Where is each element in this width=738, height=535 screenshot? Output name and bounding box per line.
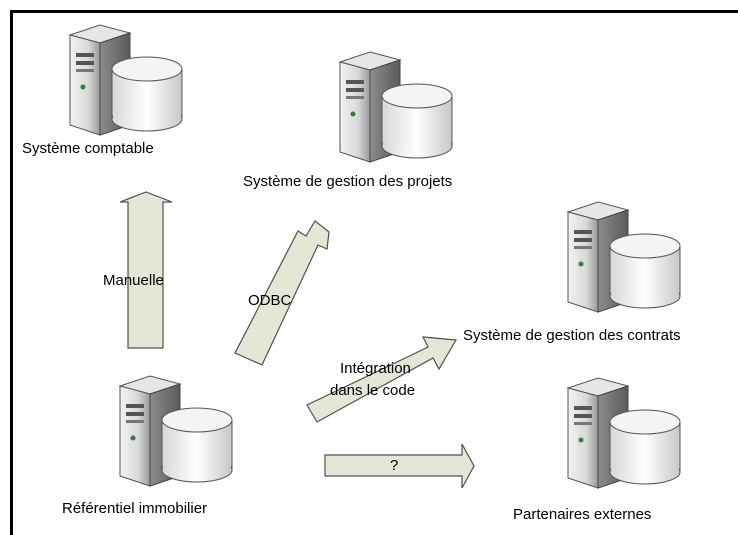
node-gestion-projets: Système de gestion des projets <box>243 51 453 190</box>
arrow-label-line1: Intégration <box>340 360 411 377</box>
node-partenaires: Partenaires externes <box>513 377 681 523</box>
node-referentiel: Référentiel immobilier <box>62 375 233 517</box>
diagonal-arrow-shape <box>234 220 330 366</box>
diagonal-arrow-shape <box>306 336 457 423</box>
server-database-icon <box>567 377 681 489</box>
server-database-icon <box>69 24 183 136</box>
right-arrow-shape <box>324 443 475 489</box>
arrow-manuelle: Manuelle <box>103 191 173 349</box>
node-label: Système de gestion des contrats <box>463 327 681 344</box>
server-database-icon <box>339 51 453 163</box>
arrow-label: Manuelle <box>103 272 164 289</box>
node-label: Partenaires externes <box>513 506 651 523</box>
node-label: Référentiel immobilier <box>62 500 207 517</box>
arrow-integration: Intégration dans le code <box>306 336 457 423</box>
arrow-odbc: ODBC <box>234 220 330 366</box>
server-database-icon <box>119 375 233 487</box>
up-arrow-shape <box>119 191 173 349</box>
node-gestion-contrats: Système de gestion des contrats <box>463 201 681 344</box>
diagram-frame <box>10 10 738 535</box>
node-label: Système de gestion des projets <box>243 173 452 190</box>
arrow-label: ODBC <box>248 292 292 309</box>
arrow-label-line2: dans le code <box>330 382 415 399</box>
server-database-icon <box>567 201 681 313</box>
arrow-label: ? <box>390 457 398 474</box>
arrow-unknown: ? <box>324 443 475 489</box>
node-label: Système comptable <box>22 140 154 157</box>
node-systeme-comptable: Système comptable <box>22 24 183 157</box>
